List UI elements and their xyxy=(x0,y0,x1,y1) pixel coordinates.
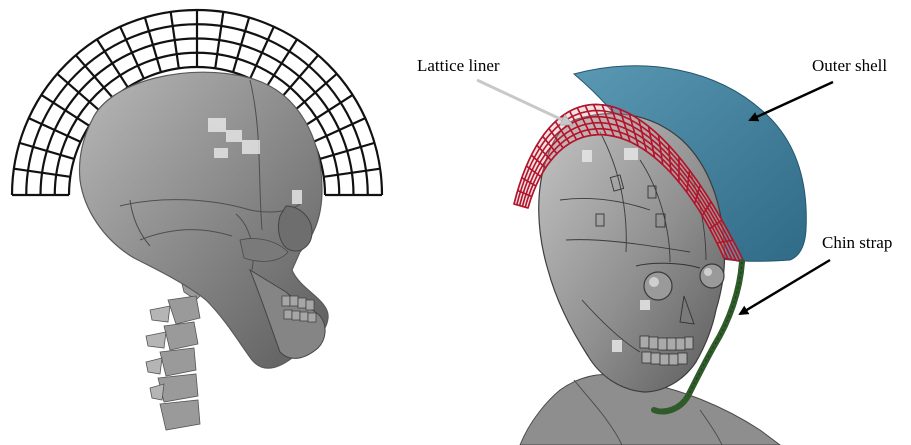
lattice-arc-spoke xyxy=(320,143,375,159)
lattice-arc-spoke xyxy=(233,17,249,72)
label-lattice-liner: Lattice liner xyxy=(417,56,500,75)
lattice-arc-spoke xyxy=(19,143,74,159)
lattice-arc-spoke xyxy=(294,74,337,111)
skull-model xyxy=(80,72,329,430)
left-panel xyxy=(12,10,382,430)
arrow-lattice-liner xyxy=(477,80,571,124)
label-outer-shell: Outer shell xyxy=(812,56,887,75)
lattice-arc-spoke xyxy=(76,55,113,98)
lattice-arc-spoke xyxy=(145,17,161,72)
right-panel xyxy=(514,66,806,445)
lattice-arc-spoke xyxy=(57,74,100,111)
label-chin-strap: Chin strap xyxy=(822,233,892,252)
arrow-outer-shell xyxy=(750,82,833,120)
lattice-arc-spoke xyxy=(281,55,318,98)
arrow-chin-strap xyxy=(740,260,830,314)
